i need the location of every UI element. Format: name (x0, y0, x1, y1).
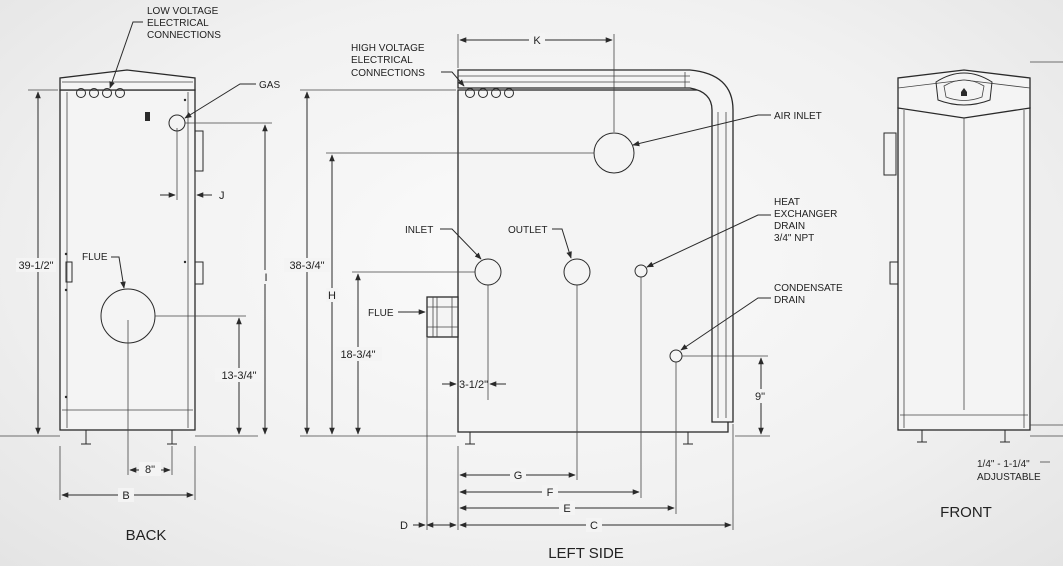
high-voltage-label-2: ELECTRICAL (351, 55, 413, 66)
left-side-view: K 38-3/4" H 18-3/4" 3-1/2" 9" G (284, 33, 843, 562)
dim-outlet-offset: G (514, 470, 523, 482)
side-air-duct (457, 69, 734, 423)
back-cabinet (59, 89, 196, 431)
dim-flue-depth: 3-1/2" (459, 379, 488, 391)
hx-drain-label-4: 3/4" NPT (774, 233, 814, 244)
hx-drain-label-3: DRAIN (774, 221, 805, 232)
dim-depth: C (590, 520, 598, 532)
low-voltage-label-2: ELECTRICAL (147, 18, 209, 29)
front-view: 1/4" - 1-1/4" ADJUSTABLE FRONT (883, 61, 1063, 521)
hx-drain-label-2: EXCHANGER (774, 209, 837, 220)
dim-gas-height: I (264, 272, 267, 284)
high-voltage-label-1: HIGH VOLTAGE (351, 43, 425, 54)
side-flue-pipe (426, 296, 459, 338)
low-voltage-label-1: LOW VOLTAGE (147, 6, 219, 17)
low-voltage-label-3: CONNECTIONS (147, 30, 221, 41)
dim-air-inlet-height: H (328, 290, 336, 302)
air-inlet-label: AIR INLET (774, 111, 822, 122)
dim-gas-offset: J (219, 190, 225, 202)
dim-overall-height-side: 38-3/4" (289, 260, 324, 272)
gas-label: GAS (259, 80, 280, 91)
back-view-label: BACK (126, 527, 167, 544)
back-feet (81, 430, 177, 445)
dim-width: B (122, 490, 129, 502)
hx-drain-label-1: HEAT (774, 197, 800, 208)
dim-hx-drain-offset: F (547, 487, 554, 499)
back-view: 39-1/2" I 13-3/4" J 8" B LOW VOLTAGE ELE… (0, 6, 280, 544)
dim-top-to-connections: K (533, 35, 541, 47)
dim-condensate-offset: E (563, 503, 570, 515)
high-voltage-label-3: CONNECTIONS (351, 68, 425, 79)
flue-label: FLUE (368, 308, 394, 319)
dim-condensate-height: 9" (755, 391, 765, 403)
side-cabinet (457, 89, 729, 433)
high-voltage-connections (465, 88, 514, 98)
back-roof (59, 69, 196, 91)
front-view-label: FRONT (940, 504, 992, 521)
side-feet (465, 432, 693, 445)
front-feet (917, 430, 1010, 443)
condensate-label-2: DRAIN (774, 295, 805, 306)
dim-flue-extension: D (400, 520, 408, 532)
adjustable-label-1: 1/4" - 1-1/4" (977, 459, 1030, 470)
condensate-label-1: CONDENSATE (774, 283, 843, 294)
dim-flue-offset: 8" (145, 464, 155, 476)
outlet-label: OUTLET (508, 225, 547, 236)
inlet-label: INLET (405, 225, 433, 236)
low-voltage-connections (76, 88, 125, 98)
adjustable-label-2: ADJUSTABLE (977, 472, 1041, 483)
dim-flue-height: 13-3/4" (221, 370, 256, 382)
dim-inlet-outlet-height: 18-3/4" (340, 349, 375, 361)
back-flue-label: FLUE (82, 252, 108, 263)
left-side-view-label: LEFT SIDE (548, 545, 624, 562)
front-display (935, 72, 993, 106)
dim-height-back: 39-1/2" (18, 260, 53, 272)
